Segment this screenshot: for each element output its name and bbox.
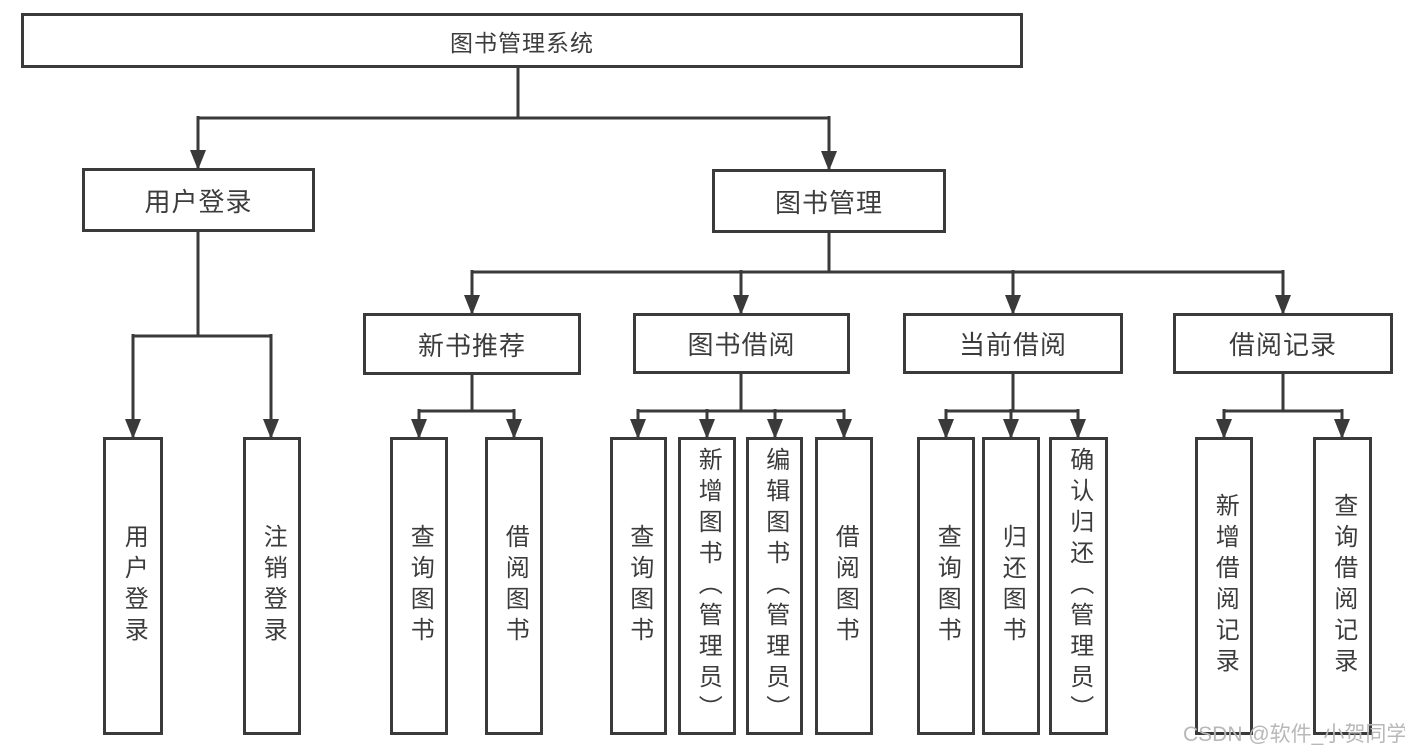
leaf-confirm-return-admin-label: 确认归还（管理员）	[1065, 446, 1093, 726]
leaf-borrow-books-2: 借阅图书	[815, 437, 873, 735]
leaf-edit-books-admin: 编辑图书（管理员）	[746, 437, 803, 735]
leaf-borrow-books-2-label: 借阅图书	[831, 524, 859, 648]
node-new-book-recommend: 新书推荐	[363, 313, 581, 375]
leaf-query-books-1: 查询图书	[390, 437, 448, 735]
node-book-borrow: 图书借阅	[633, 313, 850, 374]
connector-userlogin-to-leaves	[131, 232, 273, 437]
leaf-logout: 注销登录	[243, 437, 301, 735]
node-borrow-records-label: 借阅记录	[1228, 330, 1337, 360]
arrowhead	[767, 419, 783, 439]
node-user-login-label: 用户登录	[144, 186, 253, 217]
arrowhead	[699, 419, 715, 439]
arrowhead	[1216, 419, 1232, 439]
leaf-query-books-3-label: 查询图书	[933, 524, 961, 648]
leaf-confirm-return-admin: 确认归还（管理员）	[1049, 437, 1108, 735]
arrowhead	[1275, 295, 1291, 315]
connector-newbookrec-to-leaves	[417, 375, 516, 437]
leaf-add-books-admin: 新增图书（管理员）	[678, 437, 736, 735]
leaf-query-borrow-record: 查询借阅记录	[1313, 437, 1372, 735]
node-new-book-recommend-label: 新书推荐	[417, 330, 526, 361]
arrowhead	[733, 295, 749, 315]
leaf-borrow-books-1: 借阅图书	[485, 437, 543, 735]
connector-borrowrecords-to-leaves	[1222, 374, 1344, 437]
arrowhead	[263, 419, 279, 439]
leaf-add-borrow-record-label: 新增借阅记录	[1211, 493, 1239, 679]
leaf-borrow-books-1-label: 借阅图书	[501, 524, 529, 648]
arrowhead	[125, 419, 141, 439]
node-book-management: 图书管理	[712, 169, 946, 233]
leaf-return-books-label: 归还图书	[998, 524, 1026, 648]
arrowhead	[836, 419, 852, 439]
node-current-borrow: 当前借阅	[903, 313, 1123, 374]
leaf-user-login: 用户登录	[103, 437, 163, 735]
leaf-return-books: 归还图书	[982, 437, 1040, 735]
arrowhead	[1003, 419, 1019, 439]
arrowhead	[411, 419, 427, 439]
node-root-label: 图书管理系统	[450, 29, 594, 56]
arrowhead	[938, 419, 954, 439]
connector-bookborrow-to-leaves	[636, 374, 846, 437]
csdn-watermark: CSDN @软件_小贺同学	[1183, 723, 1405, 746]
arrowhead	[1334, 419, 1350, 439]
leaf-query-books-2-label: 查询图书	[625, 524, 653, 648]
leaf-query-books-3: 查询图书	[917, 437, 975, 735]
node-book-borrow-label: 图书借阅	[687, 330, 796, 360]
arrowhead	[1070, 419, 1086, 439]
arrowhead	[1005, 295, 1021, 315]
arrowhead	[821, 151, 837, 171]
leaf-edit-books-admin-label: 编辑图书（管理员）	[761, 446, 789, 726]
node-user-login: 用户登录	[82, 168, 315, 232]
connector-root-to-level2	[196, 68, 831, 169]
leaf-query-books-1-label: 查询图书	[406, 524, 434, 648]
node-book-management-label: 图书管理	[774, 187, 883, 218]
leaf-add-books-admin-label: 新增图书（管理员）	[694, 446, 722, 726]
leaf-query-books-2: 查询图书	[610, 437, 667, 735]
leaf-logout-label: 注销登录	[259, 524, 287, 648]
arrowhead	[630, 419, 646, 439]
leaf-query-borrow-record-label: 查询借阅记录	[1329, 493, 1357, 679]
arrowhead	[506, 419, 522, 439]
arrowhead	[464, 295, 480, 315]
leaf-add-borrow-record: 新增借阅记录	[1195, 437, 1253, 735]
arrowhead	[190, 150, 206, 170]
node-current-borrow-label: 当前借阅	[958, 330, 1067, 360]
leaf-user-login-label: 用户登录	[120, 524, 148, 648]
node-root: 图书管理系统	[21, 13, 1023, 68]
node-borrow-records: 借阅记录	[1173, 313, 1393, 374]
connector-bookmgmt-to-level3	[470, 233, 1285, 313]
